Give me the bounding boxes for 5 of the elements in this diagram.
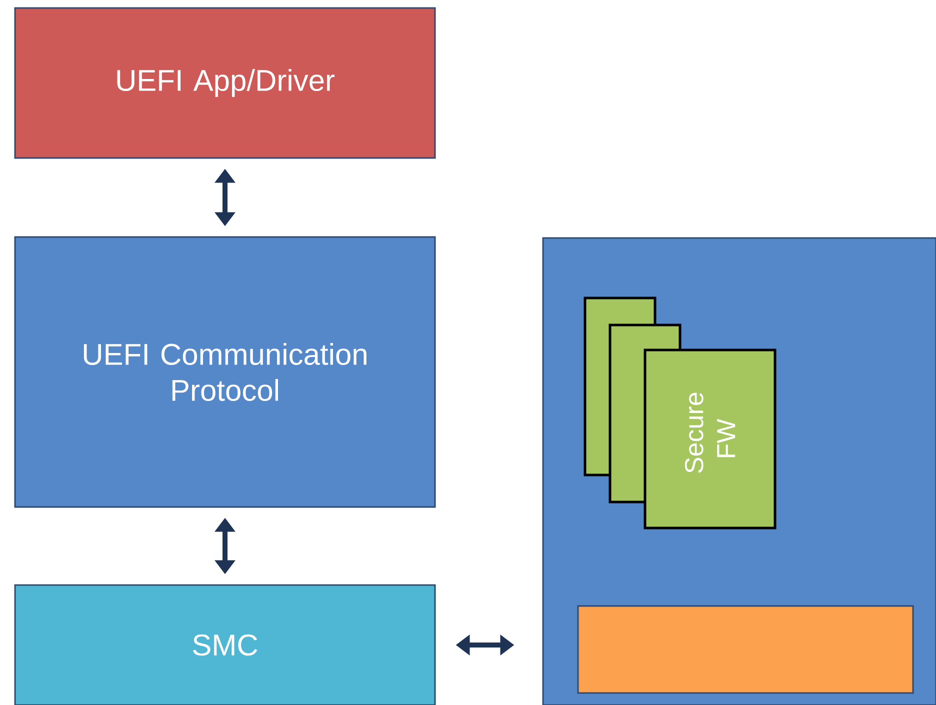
card: Secure FW	[644, 348, 776, 530]
process-box: UEFI Communication Protocol	[14, 236, 436, 508]
process-box: UEFI App/Driver	[14, 7, 436, 159]
process-box	[577, 605, 914, 694]
process-box: SMC	[14, 584, 436, 705]
